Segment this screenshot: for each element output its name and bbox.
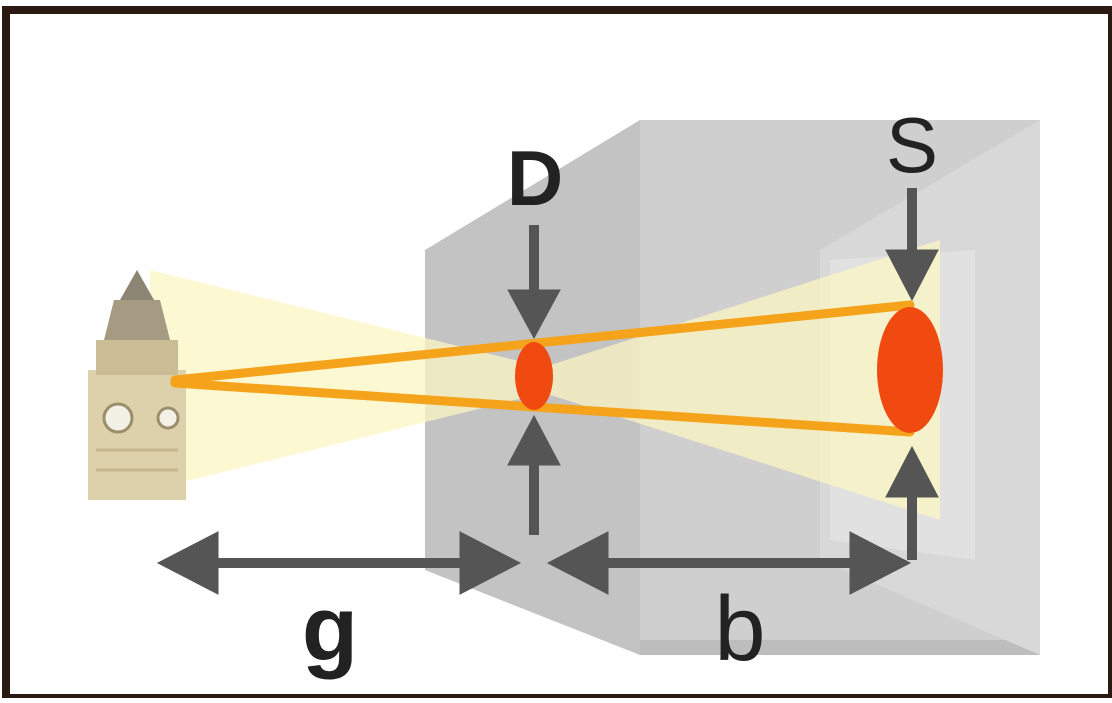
light-rays	[170, 300, 915, 437]
lower-ray	[170, 378, 915, 437]
clock-tower-icon	[88, 270, 186, 500]
label-g: g	[302, 578, 358, 680]
incoming-light-cone	[150, 270, 535, 490]
label-S: S	[886, 101, 938, 189]
label-b: b	[714, 578, 765, 680]
dimension-arrows	[156, 188, 939, 595]
aperture-opening	[515, 342, 553, 410]
camera-bottom-edge	[640, 640, 1040, 655]
upper-ray	[170, 300, 915, 385]
label-D: D	[507, 134, 563, 222]
projected-image-spot	[877, 307, 943, 433]
